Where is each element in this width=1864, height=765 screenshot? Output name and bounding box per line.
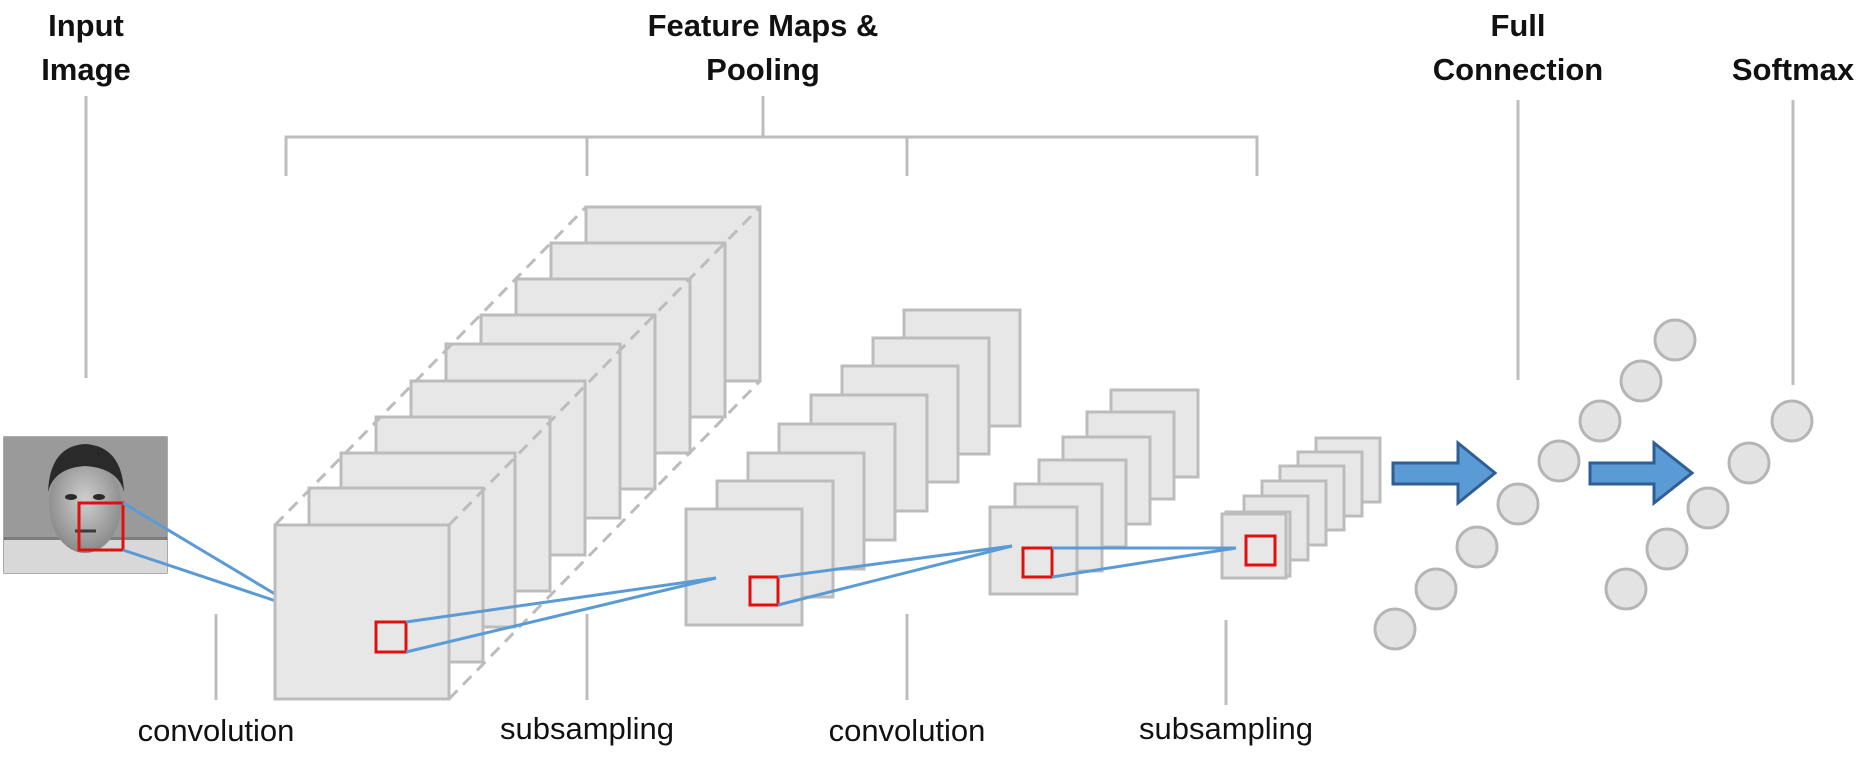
fc-node-2: [1619, 359, 1663, 403]
header-feature-maps-line2: Pooling: [706, 52, 820, 87]
sub2-feature-maps: [1220, 436, 1382, 580]
fc-node-5: [1496, 482, 1540, 526]
receptive-field-lines: [122, 501, 301, 611]
conv2-map-1: [988, 505, 1079, 596]
softmax-node-4: [1645, 527, 1689, 571]
guide-feature-bracket: [284, 135, 1259, 176]
conn-sub1-top: [777, 544, 1013, 579]
conv1-depth-edge-top-left: [273, 205, 588, 527]
conn-conv1-bottom: [405, 576, 717, 654]
conv1-map-1: [273, 523, 451, 701]
conv1-depth-edge-bottom-right: [447, 379, 762, 701]
photo-eye-right: [93, 494, 105, 500]
header-input-line1: Input: [48, 8, 124, 43]
conv1-depth-edge-top-right: [447, 205, 762, 527]
photo-eye-left: [65, 494, 77, 500]
conv2-feature-maps: [988, 388, 1200, 596]
photo-face: [49, 457, 121, 553]
full-connection-nodes: [1373, 318, 1697, 651]
sub1-feature-maps: [684, 308, 1022, 627]
header-full-connection-line2: Connection: [1433, 52, 1604, 87]
fc-node-1: [1653, 318, 1697, 362]
conv2-kernel: [1021, 546, 1054, 579]
right-arrow-icon-1: [1391, 439, 1498, 507]
softmax-node-3: [1686, 486, 1730, 530]
label-conv1: convolution: [138, 713, 295, 748]
sub1-map-1: [684, 507, 804, 627]
header-guides: [84, 96, 1795, 385]
header-full-connection-line1: Full: [1490, 8, 1545, 43]
softmax-node-1: [1770, 399, 1814, 443]
header-input-line2: Image: [41, 52, 131, 87]
input-image: [3, 436, 168, 574]
sub1-kernel: [748, 575, 780, 607]
right-arrow-icon-2: [1588, 439, 1695, 507]
conv1-feature-maps: [273, 205, 762, 701]
fc-node-7: [1414, 567, 1458, 611]
input-kernel: [77, 501, 125, 552]
fc-node-3: [1578, 399, 1622, 443]
stack-connectors: [405, 544, 1237, 654]
sub2-kernel: [1244, 534, 1277, 567]
label-conv2: convolution: [829, 713, 986, 748]
conn-input-top: [122, 501, 301, 611]
label-sub1: subsampling: [500, 711, 674, 746]
conv1-kernel: [374, 620, 408, 654]
label-sub2: subsampling: [1139, 711, 1313, 746]
softmax-node-5: [1604, 567, 1648, 611]
header-feature-maps-line1: Feature Maps &: [648, 8, 879, 43]
stage-guides: [214, 614, 1228, 705]
conn-conv2-bottom: [1051, 546, 1237, 579]
fc-node-6: [1455, 525, 1499, 569]
conn-sub1-bottom: [777, 544, 1013, 607]
softmax-nodes: [1604, 399, 1814, 611]
fc-node-8: [1373, 607, 1417, 651]
conn-conv1-top: [405, 576, 717, 624]
header-softmax: Softmax: [1732, 52, 1855, 87]
softmax-node-2: [1727, 441, 1771, 485]
fc-node-4: [1537, 439, 1581, 483]
conn-input-bottom: [122, 548, 301, 611]
photo-hair: [48, 444, 124, 492]
